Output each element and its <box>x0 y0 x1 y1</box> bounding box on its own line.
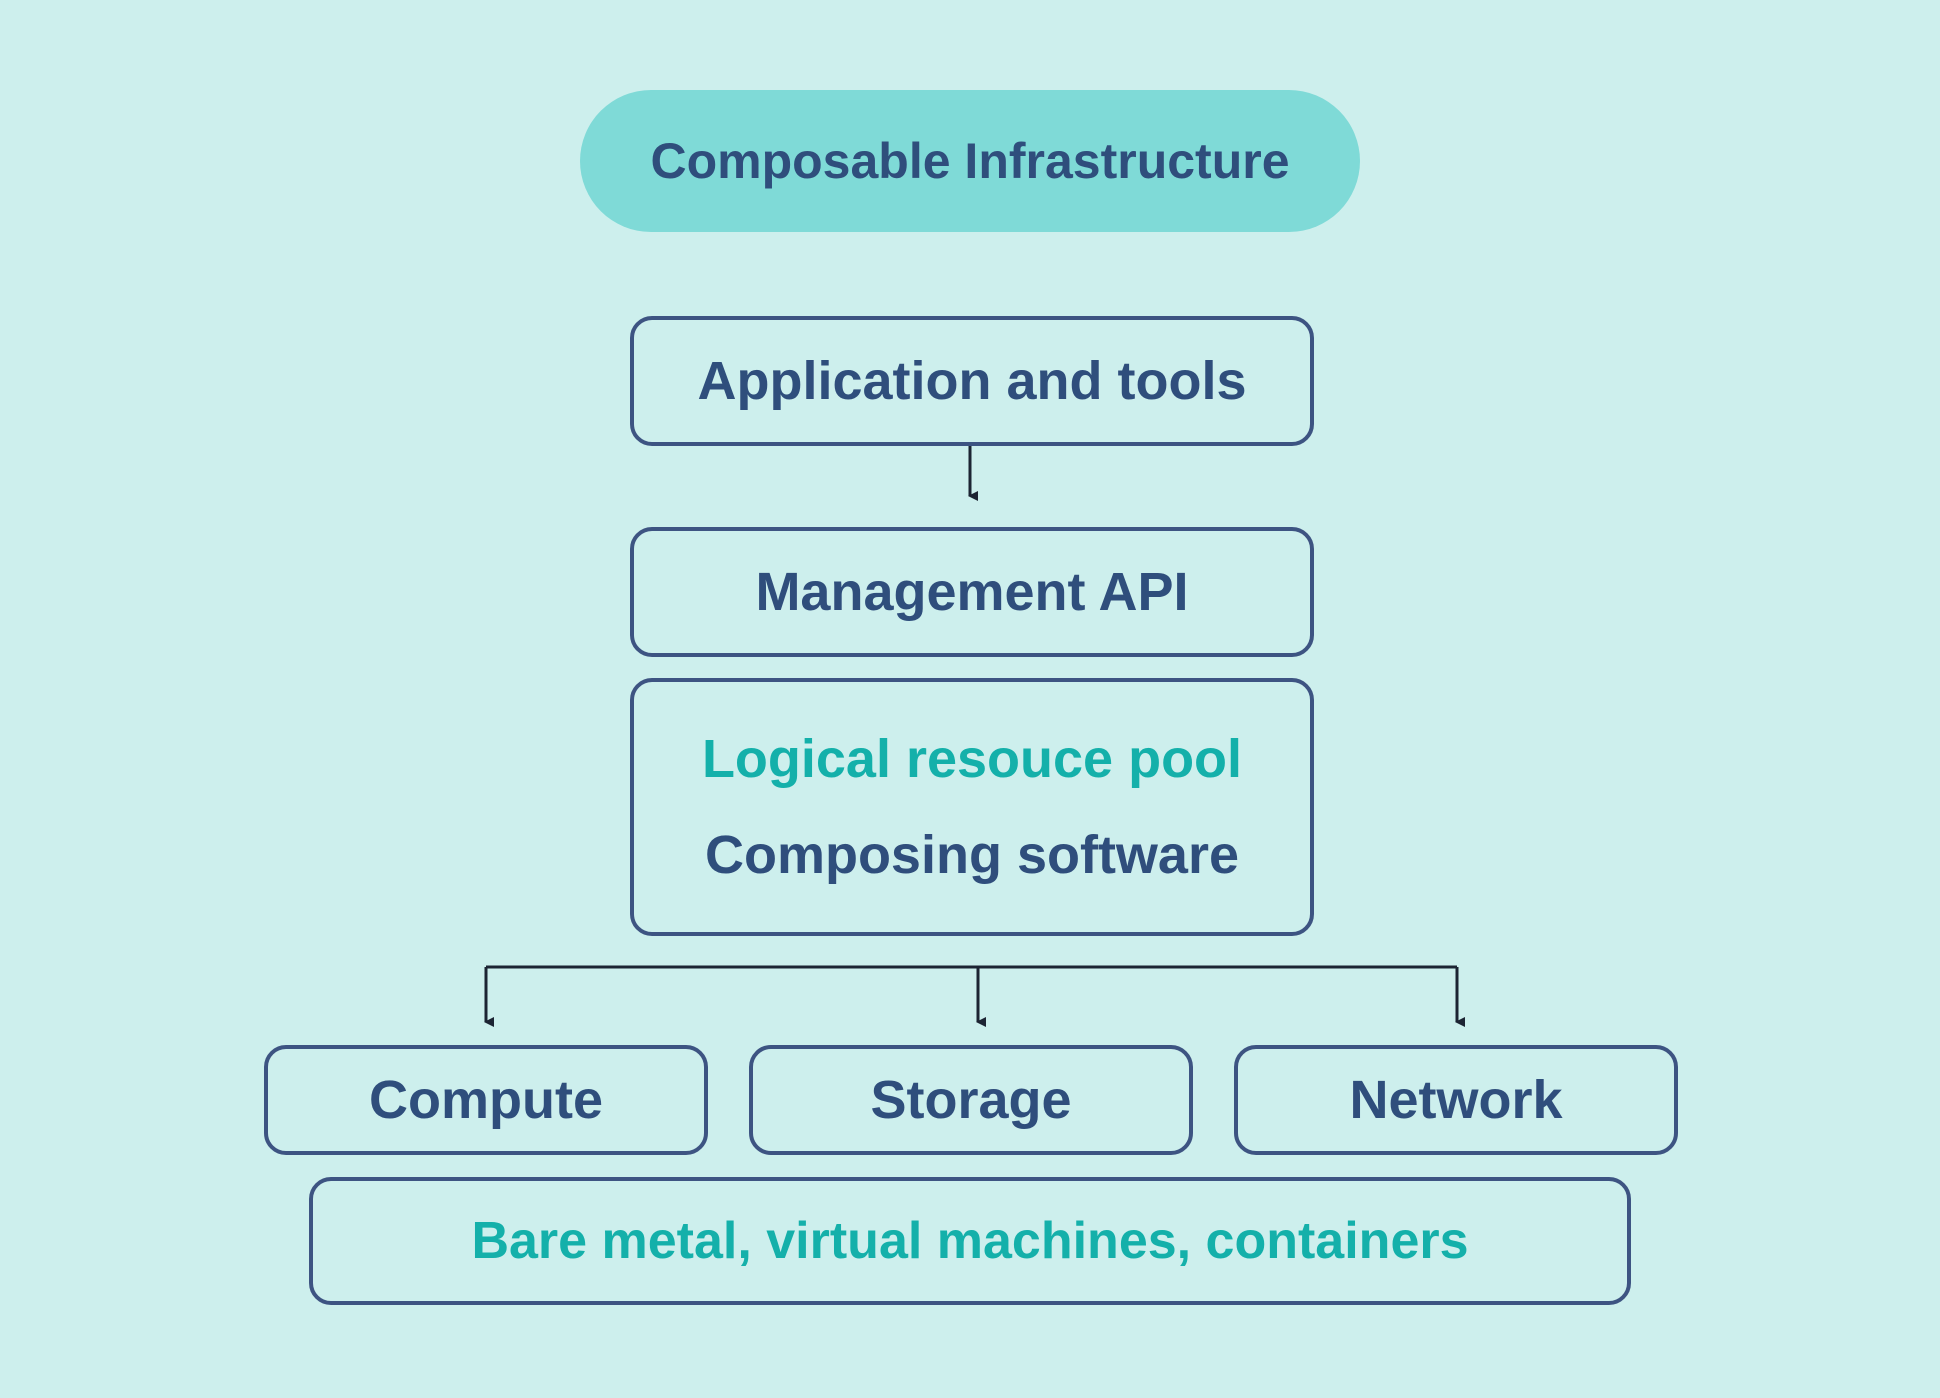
storage-box: Storage <box>749 1045 1193 1155</box>
management-api-label: Management API <box>755 562 1189 622</box>
compute-label: Compute <box>369 1070 603 1130</box>
management-api-box: Management API <box>630 527 1314 657</box>
resource-pool-box: Logical resouce pool Composing software <box>630 678 1314 936</box>
title-pill: Composable Infrastructure <box>580 90 1360 232</box>
resource-pool-label: Logical resouce pool <box>701 729 1243 789</box>
composing-software-label: Composing software <box>704 825 1240 885</box>
application-tools-label: Application and tools <box>697 351 1247 411</box>
compute-box: Compute <box>264 1045 708 1155</box>
workloads-box: Bare metal, virtual machines, containers <box>309 1177 1631 1305</box>
diagram-title: Composable Infrastructure <box>650 133 1290 189</box>
storage-label: Storage <box>870 1070 1072 1130</box>
network-label: Network <box>1349 1070 1563 1130</box>
network-box: Network <box>1234 1045 1678 1155</box>
application-tools-box: Application and tools <box>630 316 1314 446</box>
workloads-label: Bare metal, virtual machines, containers <box>471 1212 1469 1270</box>
